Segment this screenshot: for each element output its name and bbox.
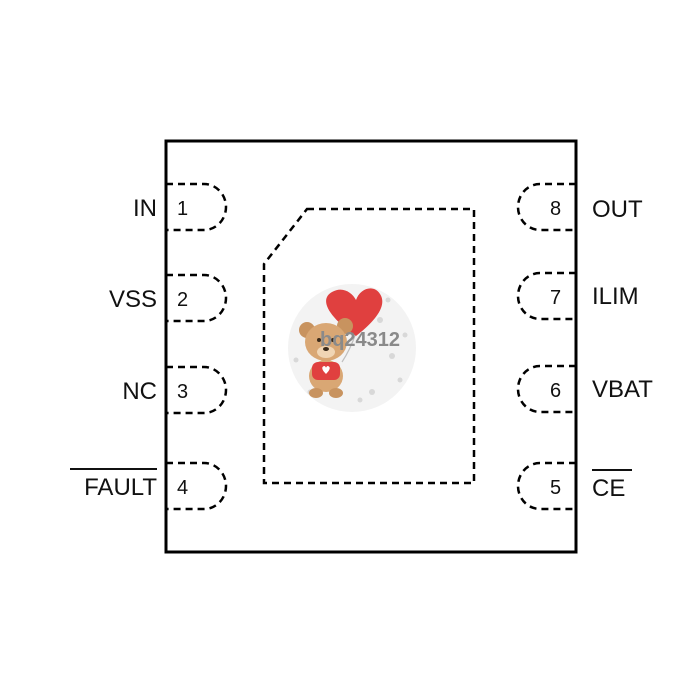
pin-5-number: 5 (550, 477, 561, 499)
pin-2-number: 2 (177, 289, 188, 311)
pin-2-name: VSS (109, 286, 157, 313)
pin-7-name: ILIM (592, 283, 639, 310)
balloon-string (341, 332, 357, 363)
pin-3-number: 3 (177, 381, 188, 403)
pin-6-name: VBAT (592, 376, 653, 403)
pin-4-number: 4 (177, 477, 188, 499)
pin-8-pad (516, 182, 576, 232)
pin-5-pad (516, 461, 576, 511)
pin-5-name: CE (592, 475, 625, 502)
teddy-bear-icon (299, 318, 353, 398)
pin-6-pad (516, 364, 576, 414)
pin-3-name: NC (122, 378, 157, 405)
pin-1-pad (166, 182, 228, 232)
pin-4-name: FAULT (84, 474, 157, 501)
pin-2-pad (166, 273, 228, 323)
watermark-logo: bq24312 (288, 284, 416, 412)
pin-3-pad (166, 365, 228, 415)
heart-balloon-icon (326, 288, 383, 336)
pin-1-name: IN (133, 195, 157, 222)
pin-8-name: OUT (592, 196, 643, 223)
pin-7-number: 7 (550, 287, 561, 309)
pin-6-number: 6 (550, 380, 561, 402)
part-number-label: bq24312 (320, 329, 400, 351)
pin-1-number: 1 (177, 198, 188, 220)
pin-7-pad (516, 271, 576, 321)
pin-4-pad (166, 461, 228, 511)
pin-8-number: 8 (550, 198, 561, 220)
thermal-pad-outline (262, 207, 476, 485)
